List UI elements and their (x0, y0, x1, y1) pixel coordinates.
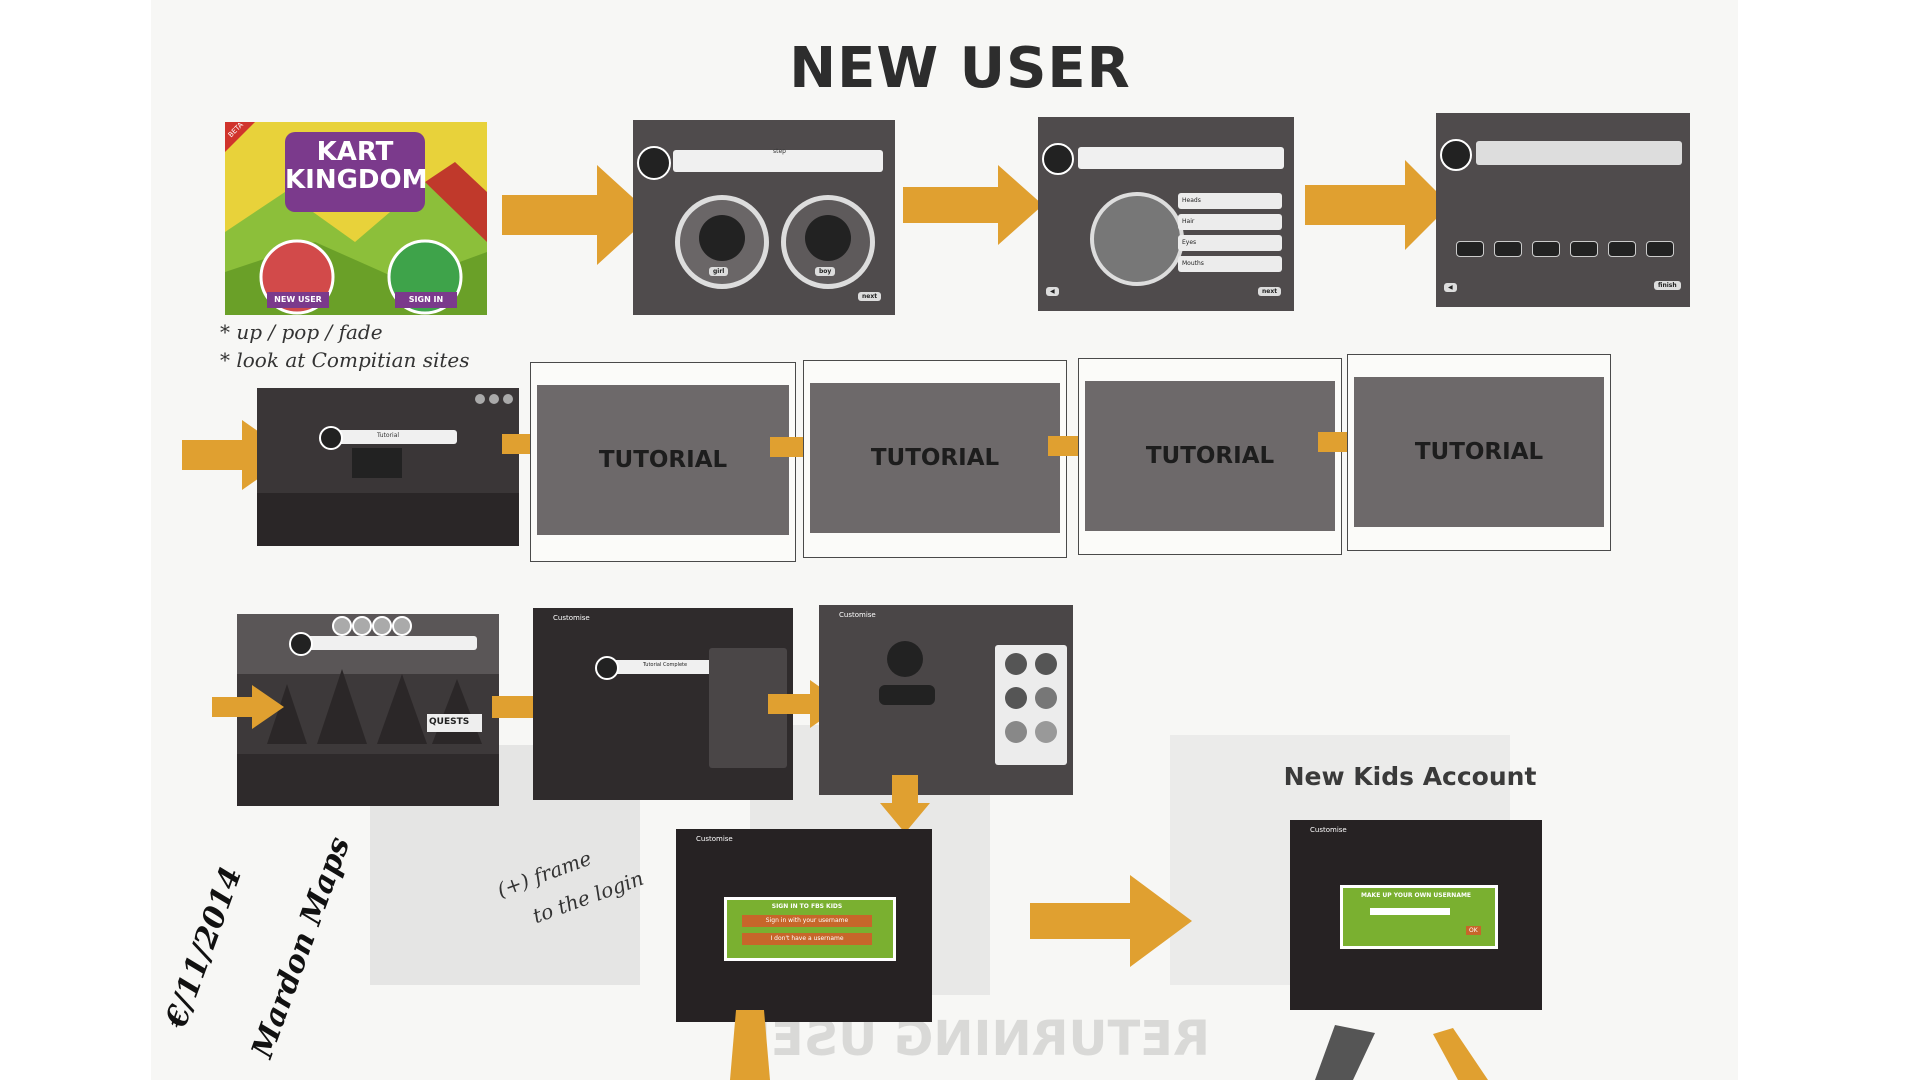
step-gender-frame: step girl boy next (633, 120, 895, 315)
customise-tutorial-complete-frame: Customise Tutorial Complete (533, 608, 793, 800)
girl-label: girl (709, 267, 729, 276)
back-button[interactable]: ◀ (1444, 283, 1457, 292)
tutorial-label: TUTORIAL (1085, 381, 1335, 531)
customise-label: Customise (696, 835, 733, 843)
kart-option[interactable] (1570, 241, 1598, 257)
feature-row[interactable]: Mouths (1178, 256, 1282, 272)
tutorial-placeholder-4: TUTORIAL (1347, 354, 1611, 551)
gray-arrow-partial (1315, 1025, 1375, 1080)
tutorial-start-frame: Tutorial (257, 388, 519, 546)
flow-arrow (1030, 875, 1192, 967)
feature-row[interactable]: Eyes (1178, 235, 1282, 251)
step-label: step (773, 148, 786, 155)
page-title: NEW USER (789, 36, 1131, 101)
customise-frame: Customise (819, 605, 1073, 795)
tutorial-placeholder-2: TUTORIAL (803, 360, 1067, 558)
finish-button[interactable]: finish (1654, 281, 1681, 290)
tutorial-complete-label: Tutorial Complete (643, 662, 688, 668)
splash-screen-frame: KART KINGDOM BETA NEW USER SIGN IN (225, 122, 487, 315)
guide-character-icon (1440, 139, 1472, 171)
username-input[interactable] (1370, 908, 1450, 915)
quests-sign[interactable]: QUESTS (429, 717, 470, 727)
tutorial-placeholder-1: TUTORIAL (530, 362, 796, 562)
kart-option[interactable] (1646, 241, 1674, 257)
kart-option[interactable] (1456, 241, 1484, 257)
username-popup-frame: Customise MAKE UP YOUR OWN USERNAME OK (1290, 820, 1542, 1010)
back-button[interactable]: ◀ (1046, 287, 1059, 296)
signin-popup-title: SIGN IN TO FBS KIDS (771, 903, 843, 910)
kart-option[interactable] (1532, 241, 1560, 257)
customise-label: Customise (1310, 826, 1347, 834)
feature-row[interactable]: Heads (1178, 193, 1282, 209)
tutorial-label: TUTORIAL (1354, 377, 1604, 527)
tutorial-popup-label: Tutorial (377, 432, 400, 439)
splash-scene (225, 122, 487, 315)
ok-button[interactable]: OK (1466, 926, 1481, 935)
customise-label: Customise (553, 614, 590, 622)
signin-with-username-button[interactable]: Sign in with your username (742, 915, 872, 927)
forest-scene (237, 669, 499, 806)
note-up-pop-fade: * up / pop / fade (220, 320, 383, 344)
kart-option[interactable] (1494, 241, 1522, 257)
logo-line1: KART (316, 137, 394, 167)
boy-label: boy (815, 267, 836, 276)
avatar-preview (1090, 192, 1184, 286)
flow-arrow-partial (730, 1010, 770, 1080)
signin-popup-frame: Customise SIGN IN TO FBS KIDS Sign in wi… (676, 829, 932, 1022)
username-popup-title: MAKE UP YOUR OWN USERNAME (1360, 892, 1472, 899)
tutorial-label: TUTORIAL (537, 385, 789, 535)
flow-arrow (212, 685, 284, 729)
kart-option[interactable] (1608, 241, 1636, 257)
next-button[interactable]: next (858, 292, 882, 301)
new-user-button[interactable]: NEW USER (274, 295, 322, 304)
next-button[interactable]: next (1258, 287, 1282, 296)
note-competition-sites: * look at Compitian sites (220, 348, 470, 372)
guide-character-icon (637, 146, 671, 180)
feature-row[interactable]: Hair (1178, 214, 1282, 230)
flow-arrow-partial (1433, 1028, 1488, 1080)
sign-in-button[interactable]: SIGN IN (408, 295, 444, 304)
new-kids-account-title: New Kids Account (1283, 762, 1537, 791)
flow-arrow-down (880, 775, 930, 833)
customise-label: Customise (839, 611, 876, 619)
flow-arrow (903, 165, 1043, 245)
guide-character-icon (1042, 143, 1074, 175)
logo-line2: KINGDOM (285, 165, 428, 195)
tutorial-label: TUTORIAL (810, 383, 1060, 533)
quests-world-frame: QUESTS (237, 614, 499, 806)
flow-arrow (502, 165, 652, 265)
tutorial-placeholder-3: TUTORIAL (1078, 358, 1342, 555)
no-username-button[interactable]: I don't have a username (742, 933, 872, 945)
flow-arrow (1305, 160, 1450, 250)
step-kart-frame: finish ◀ (1436, 113, 1690, 307)
